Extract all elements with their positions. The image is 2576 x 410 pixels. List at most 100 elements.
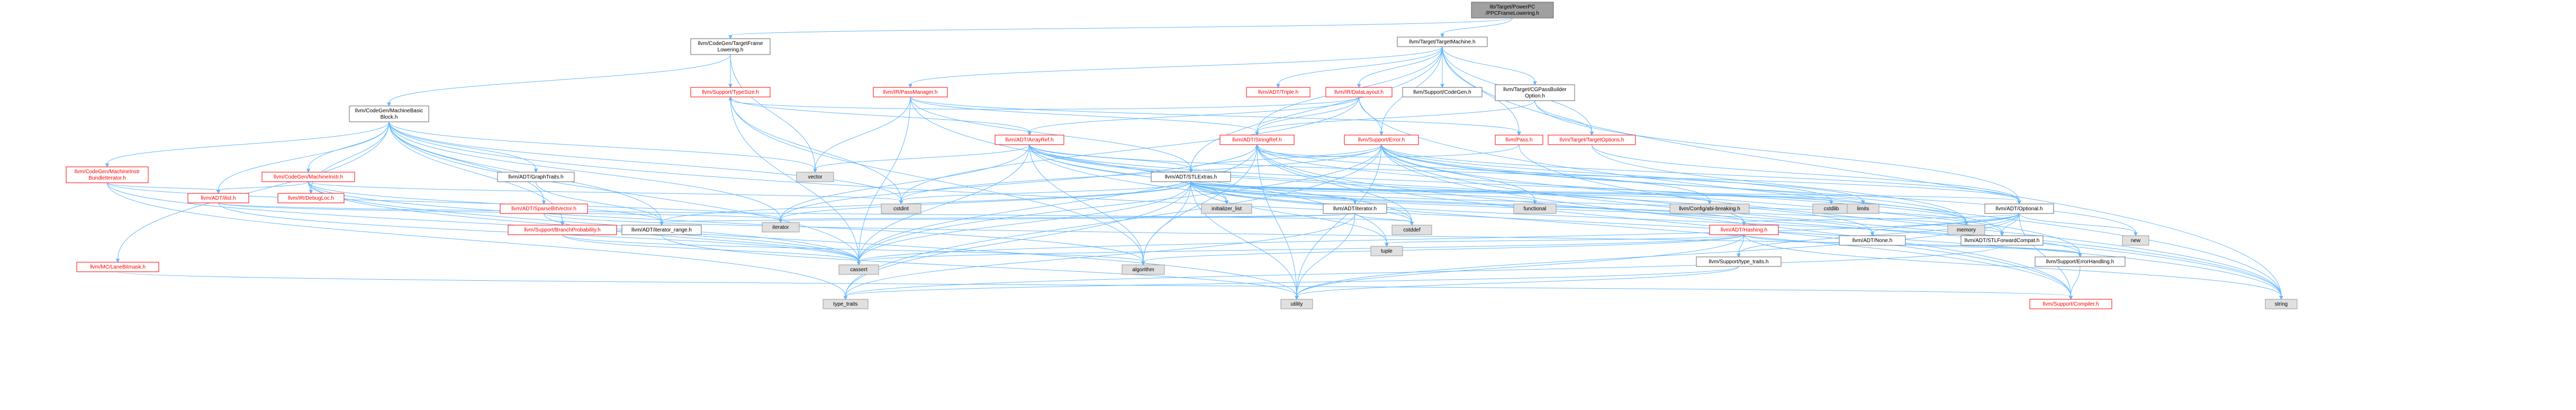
edge-mbb-to-graphtraits bbox=[388, 121, 536, 170]
edge-error-to-optional bbox=[1381, 144, 2020, 201]
node-box bbox=[690, 38, 771, 55]
edge-arrowhead bbox=[1829, 200, 1833, 205]
node-box bbox=[1548, 135, 1636, 145]
edge-passmgr-to-cassert bbox=[858, 96, 911, 262]
edge-error-to-utility bbox=[1296, 144, 1382, 297]
edge-hashing-to-string bbox=[1743, 234, 2282, 297]
edge-arrowhead bbox=[1742, 221, 1746, 226]
node-pass[interactable]: llvm/Pass.h bbox=[1495, 135, 1543, 145]
node-label: llvm/IR/PassManager.h bbox=[883, 90, 938, 95]
node-box bbox=[1495, 135, 1543, 145]
edge-arrowhead bbox=[1737, 253, 1741, 258]
edge-adtilist-to-iterator bbox=[218, 202, 781, 220]
node-label: tuple bbox=[1381, 248, 1393, 254]
node-typetraitsstd: type_traits bbox=[822, 299, 869, 309]
node-arrayref[interactable]: llvm/ADT/ArrayRef.h bbox=[995, 135, 1064, 145]
edge-mbb-to-iterator bbox=[388, 121, 781, 220]
node-stlextras[interactable]: llvm/ADT/STLExtras.h bbox=[1151, 172, 1231, 182]
edge-arrowhead bbox=[1027, 131, 1032, 136]
node-compiler[interactable]: llvm/Support/Compiler.h bbox=[2029, 299, 2112, 309]
edge-stringref-to-cstddef bbox=[1257, 144, 1412, 222]
node-triple[interactable]: llvm/ADT/Triple.h bbox=[1246, 87, 1310, 97]
edge-arrowhead bbox=[1255, 144, 1259, 148]
node-debugloc[interactable]: llvm/IR/DebugLoc.h bbox=[277, 193, 345, 203]
node-string: string bbox=[2265, 299, 2298, 309]
node-label: llvm/CodeGen/MachineInstr.h bbox=[274, 174, 343, 180]
edge-error-to-stringref bbox=[1257, 144, 1382, 157]
edge-stlextras-to-hashing bbox=[1190, 181, 1745, 222]
node-box bbox=[1513, 203, 1557, 214]
edge-stlextras-to-itrange bbox=[661, 181, 1191, 222]
node-label: llvm/ADT/Hashing.h bbox=[1721, 227, 1767, 233]
node-label: llvm/ADT/GraphTraits.h bbox=[508, 174, 563, 180]
node-branchprob[interactable]: llvm/Support/BranchProbability.h bbox=[508, 225, 617, 235]
edge-machineinstr-to-cassert bbox=[308, 181, 859, 262]
node-box bbox=[2265, 299, 2298, 309]
node-box bbox=[1839, 235, 1906, 246]
edge-error-to-newh bbox=[1381, 144, 2136, 233]
node-sparsebv[interactable]: llvm/ADT/SparseBitVector.h bbox=[500, 203, 588, 214]
node-root[interactable]: lib/Target/PowerPC/PPCFrameLowering.h bbox=[1471, 2, 1554, 19]
node-passmgr[interactable]: llvm/IR/PassManager.h bbox=[873, 87, 948, 97]
node-box bbox=[796, 172, 834, 182]
edge-optional-to-hashing bbox=[1743, 213, 2020, 222]
edge-mbb-to-vector bbox=[388, 121, 816, 170]
edge-datalayout-to-arrayref bbox=[1029, 96, 1359, 132]
node-label: llvm/ADT/STLExtras.h bbox=[1165, 174, 1217, 180]
node-typetraits[interactable]: llvm/Support/type_traits.h bbox=[1696, 256, 1782, 267]
node-itrange[interactable]: llvm/ADT/iterator_range.h bbox=[621, 225, 702, 235]
edge-arrayref-to-memory bbox=[1029, 144, 1967, 222]
node-box bbox=[1246, 87, 1310, 97]
edge-passmgr-to-pass bbox=[910, 96, 1520, 132]
node-machineinstr[interactable]: llvm/CodeGen/MachineInstr.h bbox=[261, 172, 355, 182]
node-supcodegen[interactable]: llvm/Support/CodeGen.h bbox=[1402, 87, 1483, 97]
node-none[interactable]: llvm/ADT/None.h bbox=[1839, 235, 1906, 246]
node-adtiterator[interactable]: llvm/ADT/iterator.h bbox=[1323, 203, 1387, 214]
node-label: llvm/Support/type_traits.h bbox=[1709, 259, 1769, 265]
edges-layer bbox=[105, 17, 2283, 300]
node-box bbox=[762, 222, 800, 233]
node-box bbox=[621, 225, 702, 235]
node-label: utility bbox=[1291, 301, 1303, 307]
node-box bbox=[1391, 225, 1432, 235]
node-targetopts[interactable]: llvm/Target/TargetOptions.h bbox=[1548, 135, 1636, 145]
edge-mibundle-to-typetraitsstd bbox=[107, 182, 846, 297]
node-label: llvm/Support/CodeGen.h bbox=[1413, 90, 1471, 95]
node-label: llvm/Target/TargetOptions.h bbox=[1560, 137, 1624, 143]
node-mibundle[interactable]: llvm/CodeGen/MachineInstrBundleIterator.… bbox=[66, 166, 149, 183]
edge-arrowhead bbox=[387, 102, 391, 107]
node-lanebitmask[interactable]: llvm/MC/LaneBitmask.h bbox=[76, 262, 159, 272]
edge-stringref-to-cassert bbox=[858, 144, 1258, 262]
node-box bbox=[508, 225, 617, 235]
node-datalayout[interactable]: llvm/IR/DataLayout.h bbox=[1325, 87, 1393, 97]
node-optional[interactable]: llvm/ADT/Optional.h bbox=[1984, 203, 2054, 214]
node-hashing[interactable]: llvm/ADT/Hashing.h bbox=[1709, 225, 1779, 235]
edge-arrowhead bbox=[1295, 296, 1299, 300]
edge-hashing-to-tuple bbox=[1386, 234, 1745, 244]
edge-tfl-to-mbb bbox=[388, 54, 731, 103]
node-stlfwd[interactable]: llvm/ADT/STLForwardCompat.h bbox=[1960, 235, 2044, 246]
node-label: llvm/Config/abi-breaking.h bbox=[1679, 206, 1740, 212]
node-label: llvm/ADT/Triple.h bbox=[1258, 90, 1298, 95]
node-stringref[interactable]: llvm/ADT/StringRef.h bbox=[1219, 135, 1295, 145]
node-error[interactable]: llvm/Support/Error.h bbox=[1344, 135, 1419, 145]
node-adtilist[interactable]: llvm/ADT/ilist.h bbox=[187, 193, 249, 203]
edge-sparsebv-to-cassert bbox=[544, 213, 859, 262]
node-errhandling[interactable]: llvm/Support/ErrorHandling.h bbox=[2035, 256, 2126, 267]
node-label: Option.h bbox=[1525, 93, 1545, 99]
node-graphtraits[interactable]: llvm/ADT/GraphTraits.h bbox=[497, 172, 575, 182]
node-typesize[interactable]: llvm/Support/TypeSize.h bbox=[690, 87, 771, 97]
edge-stlextras-to-typetraitsstd bbox=[845, 181, 1191, 297]
edge-stringref-to-limits bbox=[1257, 144, 1864, 201]
node-box bbox=[497, 172, 575, 182]
node-tm[interactable]: llvm/Target/TargetMachine.h bbox=[1397, 37, 1488, 47]
edge-error-to-compiler bbox=[1381, 144, 2071, 297]
edge-arrayref-to-vector bbox=[815, 144, 1030, 170]
node-label: new bbox=[2131, 238, 2141, 244]
node-label: llvm/IR/DebugLoc.h bbox=[288, 195, 334, 201]
node-abibreak: llvm/Config/abi-breaking.h bbox=[1669, 203, 1750, 214]
edge-targetopts-to-optional bbox=[1592, 144, 2020, 201]
